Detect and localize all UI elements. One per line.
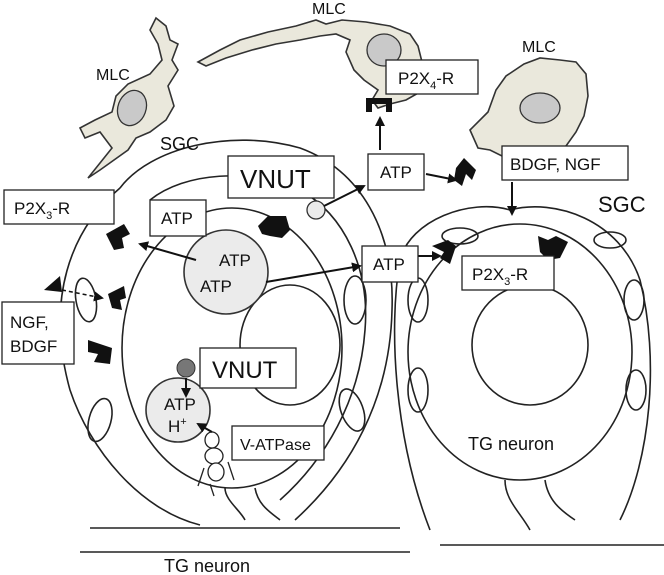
ngf-bdgf-box bbox=[1, 301, 75, 365]
sgc-right-nucleus-5 bbox=[441, 227, 479, 245]
p2x3-right-box bbox=[461, 255, 555, 291]
atp-mlc-label: ATP bbox=[380, 163, 412, 182]
tg-neuron-right-axon bbox=[504, 479, 576, 531]
sgc-right-left-edge bbox=[393, 259, 431, 531]
arrow-atp-mlc-right bbox=[425, 173, 458, 184]
bdgf-ngf-label: BDGF, NGF bbox=[510, 155, 601, 174]
sgc-left-label: SGC bbox=[160, 134, 199, 154]
atp-large-vesicle bbox=[183, 229, 269, 315]
atp-right-box bbox=[361, 245, 419, 283]
mlc-left-label: MLC bbox=[96, 67, 130, 84]
vnut-dot-icon bbox=[176, 358, 196, 378]
atp-vesicle-label-2: ATP bbox=[200, 277, 232, 296]
p2x3-right-label: P2X3-R bbox=[472, 265, 528, 288]
atp-left-box bbox=[149, 199, 207, 237]
sgc-right-nucleus-4 bbox=[625, 369, 647, 411]
ngf-label-line1: NGF, bbox=[10, 313, 49, 332]
vatpase-label: V-ATPase bbox=[240, 437, 311, 454]
sgc-right-nucleus-2 bbox=[407, 367, 429, 413]
atp-vesicle-label-1: ATP bbox=[219, 251, 251, 270]
vnut-bottom-box bbox=[199, 347, 297, 389]
p2x3-receptor-right-2 bbox=[538, 236, 568, 260]
sgc-left-nucleus-2 bbox=[87, 397, 113, 443]
ngf-label-line2: BDGF bbox=[10, 337, 57, 356]
tg-neuron-left-axon bbox=[224, 487, 281, 521]
mlc-left-nucleus bbox=[116, 89, 148, 127]
atp-right-label: ATP bbox=[373, 255, 405, 274]
sgc-left-nucleus-3 bbox=[343, 275, 367, 325]
mlc-top-label: MLC bbox=[312, 1, 346, 18]
sgc-receptor-icon bbox=[258, 216, 290, 238]
v-atpase-icon bbox=[197, 431, 235, 497]
sgc-left-nucleus-1 bbox=[74, 277, 98, 323]
arrow-vnut-to-atp-mlc bbox=[323, 185, 366, 207]
p2x4-label-box bbox=[385, 59, 479, 95]
ngf-ligand-icon bbox=[44, 276, 62, 292]
p2x3-receptor-left-2 bbox=[108, 286, 126, 310]
sgc-right-label: SGC bbox=[598, 192, 646, 217]
sgc-right-outer bbox=[399, 206, 652, 521]
atp-mlc-box bbox=[367, 153, 425, 191]
vnut-top-box bbox=[227, 155, 335, 199]
ngf-receptor-icon bbox=[88, 340, 112, 364]
arrow-vesicle-to-atp-right bbox=[265, 262, 362, 283]
sgc-left-inner bbox=[149, 175, 367, 501]
vnut-bottom-label: VNUT bbox=[212, 357, 278, 384]
arrow-vatpase-up bbox=[196, 423, 213, 433]
p2x3-left-label: P2X3-R bbox=[14, 199, 70, 222]
atp-small-vesicle-label: ATP bbox=[164, 395, 196, 414]
mlc-top-nucleus bbox=[366, 33, 402, 67]
p2x3-receptor-right-1 bbox=[432, 240, 456, 264]
p2x3-left-box bbox=[3, 189, 115, 225]
vatpase-box bbox=[231, 425, 325, 461]
bdgf-ngf-box bbox=[501, 145, 629, 181]
tg-neuron-bottom-label: TG neuron bbox=[164, 556, 250, 575]
sgc-left-nucleus-4 bbox=[338, 388, 366, 432]
sgc-right-nucleus-6 bbox=[593, 231, 627, 249]
mlc-right-nucleus bbox=[519, 92, 561, 124]
p2x4-receptor-icon bbox=[366, 98, 392, 112]
sgc-left-outer bbox=[59, 139, 393, 526]
mlc-receptor-icon bbox=[454, 158, 476, 186]
h-plus-label: H+ bbox=[168, 416, 187, 436]
atp-left-label: ATP bbox=[161, 209, 193, 228]
p2x4-label: P2X4-R bbox=[398, 69, 454, 92]
tg-neuron-right-label: TG neuron bbox=[468, 434, 554, 454]
mlc-right-label: MLC bbox=[522, 39, 556, 56]
p2x3-receptor-left-1 bbox=[106, 224, 130, 250]
vnut-top-label: VNUT bbox=[240, 164, 311, 194]
sgc-right-nucleus-3 bbox=[623, 279, 645, 321]
atp-small-vesicle bbox=[145, 377, 211, 443]
vnut-released-vesicle bbox=[306, 200, 326, 220]
tg-neuron-left-nucleus bbox=[239, 284, 341, 406]
arrow-vesicle-to-atp-left bbox=[138, 241, 197, 261]
